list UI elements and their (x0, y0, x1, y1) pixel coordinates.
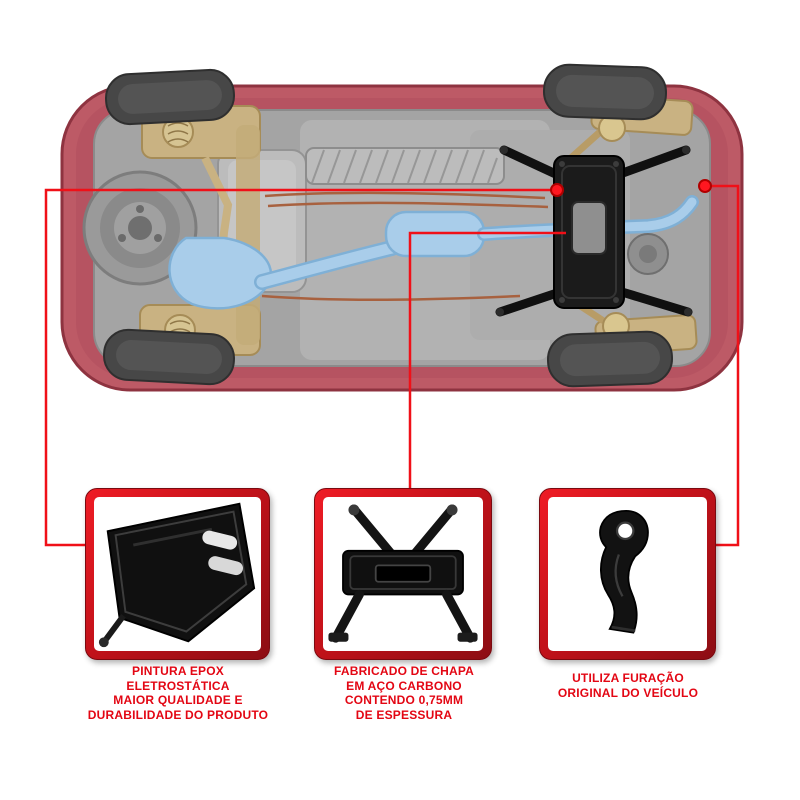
callout-caption-mounting: UTILIZA FURAÇÃO ORIGINAL DO VEÍCULO (557, 671, 699, 700)
rear-left-tire (542, 63, 668, 121)
front-right-tire (103, 328, 235, 386)
callout-markers (550, 179, 712, 197)
callout-box-material (314, 488, 492, 660)
callout-box-mounting (539, 488, 716, 660)
callout-caption-material: FABRICADO DE CHAPA EM AÇO CARBONO CONTEN… (333, 664, 475, 722)
skid-plate-photo (98, 502, 256, 648)
callout-caption-paint: PINTURA EPOX ELETROSTÁTICA MAIOR QUALIDA… (87, 664, 269, 722)
callout-photo-frame (323, 497, 483, 651)
callout-photo-frame (94, 497, 261, 651)
mounting-arm-photo (599, 509, 649, 634)
spare-wheel (82, 170, 198, 286)
differential (627, 233, 669, 275)
fuel-brake-lines (261, 191, 549, 302)
callout-lines (44, 184, 740, 547)
callout-box-paint (85, 488, 270, 660)
marker-dot-left (550, 183, 564, 197)
front-left-tire (105, 68, 235, 126)
marker-dot-right (698, 179, 712, 193)
callout-photo-frame (548, 497, 707, 651)
crossmember-bracket-photo (328, 504, 478, 643)
floor-crossmember (305, 147, 505, 185)
rear-right-tire (546, 330, 674, 388)
skid-plate-installed (495, 145, 693, 317)
